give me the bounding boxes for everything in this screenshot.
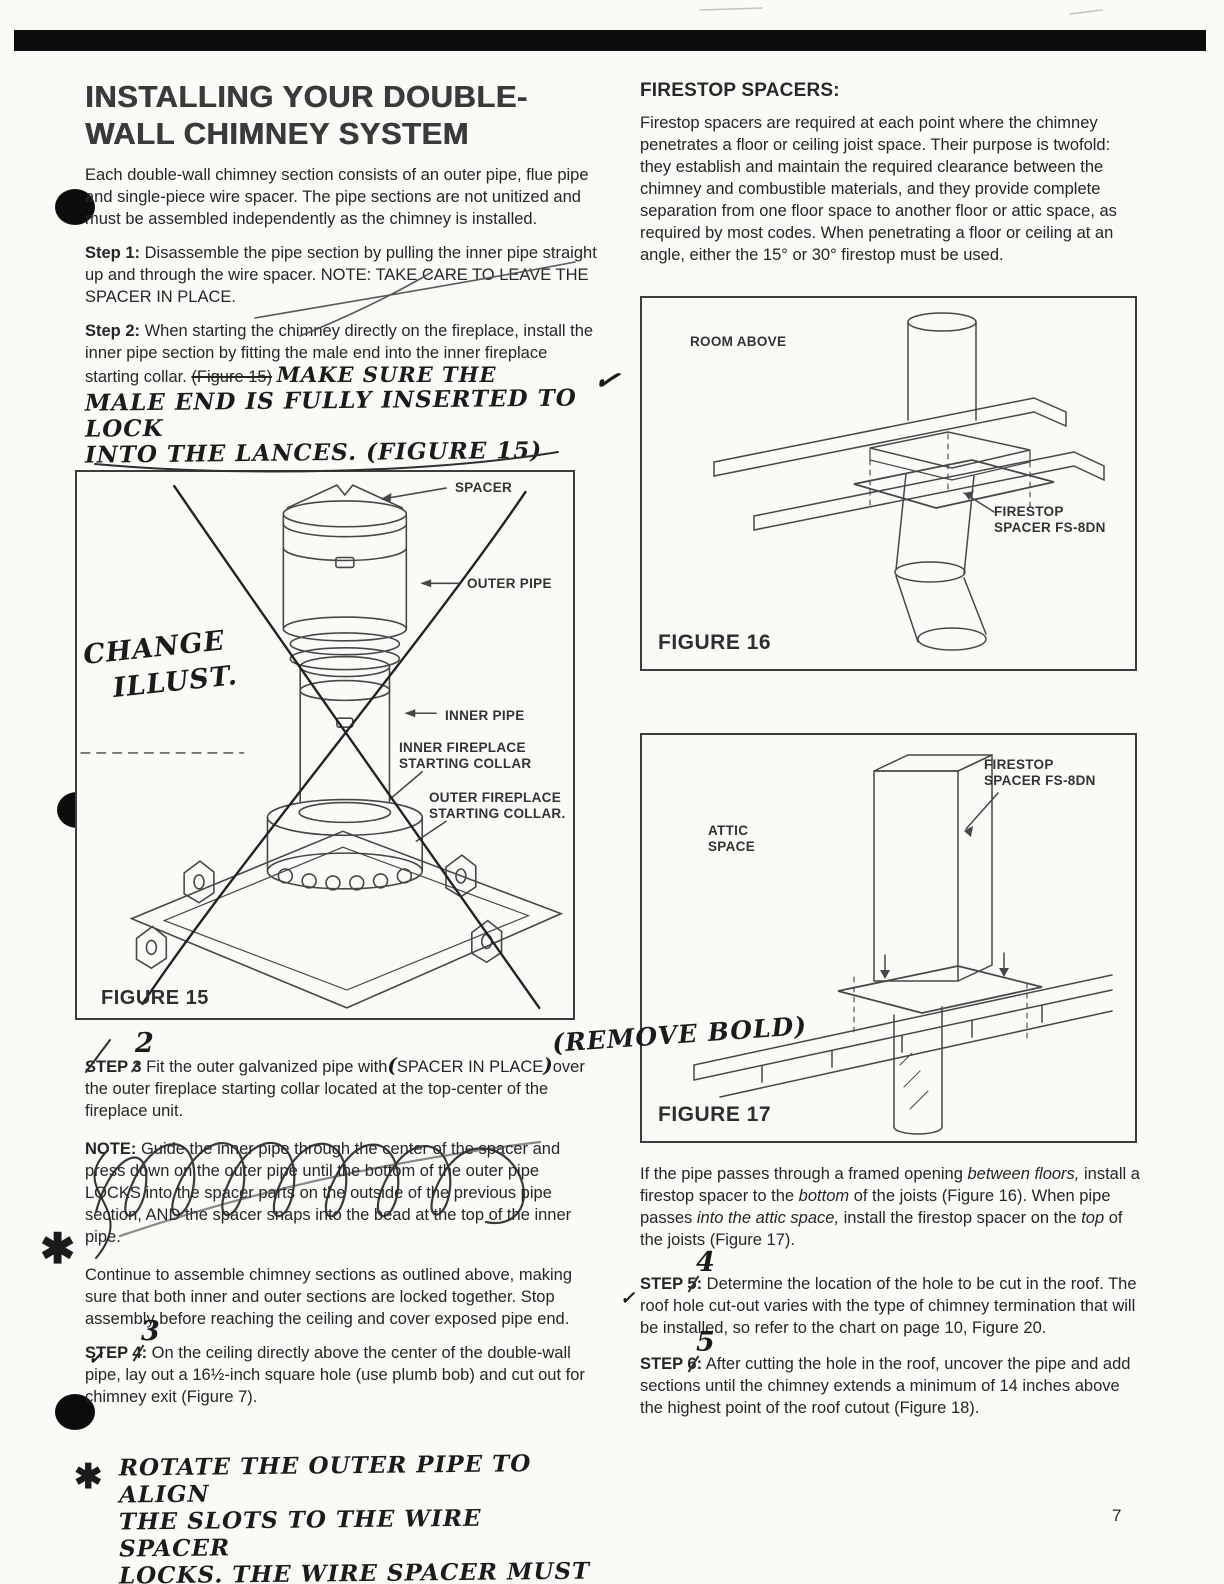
checkmark-annotation: ✓ [590,360,623,401]
step-4-paragraph: 3 STEP 4: On the ceiling directly above … [85,1316,585,1406]
handwritten-correction: MAKE SURE THE [276,362,497,387]
step-5-label: STEP 5: [640,1275,703,1293]
handwritten-correction: MALE END IS FULLY INSERTED TO LOCK [84,384,577,443]
figure15-spacer-label: SPACER [455,480,513,495]
figure-16-caption: FIGURE 16 [658,631,772,654]
page-number: 7 [1112,1506,1122,1525]
handwritten-paren: ( [387,1053,397,1077]
step-6-paragraph: 5 STEP 6: After cutting the hole in the … [640,1327,1131,1417]
handwritten-step-number: 3 [141,1316,160,1347]
step-1-paragraph: Step 1: Disassemble the pipe section by … [85,244,597,306]
figure15-inner-pipe-label: INNER PIPE [445,708,525,723]
step-4-label: STEP 4: [85,1344,148,1362]
struck-step-digit: 4: [132,1344,148,1362]
figure-16: ROOM ABOVE FIRESTOP SPACER FS-8DN FIGURE… [640,296,1137,671]
left-column: INSTALLING YOUR DOUBLE- WALL CHIMNEY SYS… [75,78,597,1584]
handwritten-step-number: 2 [135,1028,154,1059]
step-1-label: Step 1: [85,244,141,262]
firestop-heading: FIRESTOP SPACERS: [640,80,840,101]
floor-joist-firestop-drawing [713,312,1105,651]
checkmark-annotation: ✓ [620,1288,636,1309]
right-column: FIRESTOP SPACERS: Firestop spacers are r… [640,80,1140,1419]
figure15-inner-collar-label: INNER FIREPLACE STARTING COLLAR [399,740,532,771]
handwritten-bottom-note: ROTATE THE OUTER PIPE TO ALIGN THE SLOTS… [118,1450,591,1584]
figure16-room-above-label: ROOM ABOVE [690,334,787,349]
punch-hole [55,189,95,225]
step-2-paragraph: Step 2: When starting the chimney direct… [85,322,594,387]
step-3-label: STEP 3 [85,1058,142,1076]
handwritten-paren: ) [543,1053,553,1077]
figure17-firestop-spacer-label: FIRESTOP SPACER FS-8DN [984,757,1096,788]
handwritten-correction: INTO THE LANCES. (FIGURE 15) [84,436,543,469]
step-3-paragraph: 2 STEP 3 Fit the outer galvanized pipe w… [85,1028,585,1120]
asterisk-annotation: ✱ [40,1224,76,1273]
figure-15: SPACER OUTER PIPE INNER PIPE INNER FIREP… [75,470,575,1020]
figure17-attic-space-label: ATTIC SPACE [708,823,756,854]
continue-paragraph: Continue to assemble chimney sections as… [85,1266,573,1328]
step-2-label: Step 2: [85,322,141,340]
struck-figure-reference: (Figure 15) [191,368,273,386]
step-5-paragraph: 4 STEP 5: Determine the location of the … [640,1247,1137,1337]
firestop-paragraph: Firestop spacers are required at each po… [640,114,1117,264]
note-paragraph: NOTE: Guide the inner pipe through the c… [85,1140,572,1246]
checkmark-annotation: ✓ [88,1348,104,1369]
scan-top-bar [14,30,1206,51]
asterisk-annotation: ✱ [74,1457,103,1497]
struck-step-digit: 3 [132,1058,142,1076]
figure-15-caption: FIGURE 15 [101,987,209,1009]
figure-17-caption: FIGURE 17 [658,1103,772,1126]
figure-17: FIRESTOP SPACER FS-8DN ATTIC SPACE FIGUR… [640,733,1137,1143]
step-6-label: STEP 6: [640,1355,703,1373]
handwritten-step-number: 4 [696,1247,715,1278]
chimney-assembly-drawing [80,484,564,1010]
figure15-outer-collar-label: OUTER FIREPLACE STARTING COLLAR. [429,790,566,821]
struck-step-digit: 5: [687,1275,703,1293]
firestop-install-paragraph: If the pipe passes through a framed open… [640,1165,1140,1249]
handwritten-step-number: 5 [696,1327,715,1358]
struck-step-digit: 6: [687,1355,703,1373]
intro-paragraph: Each double-wall chimney section consist… [85,166,589,228]
note-label: NOTE: [85,1140,137,1158]
punch-hole [55,1394,95,1430]
page-title: INSTALLING YOUR DOUBLE- WALL CHIMNEY SYS… [85,79,528,151]
figure16-firestop-spacer-label: FIRESTOP SPACER FS-8DN [994,504,1106,535]
figure15-outer-pipe-label: OUTER PIPE [467,576,552,591]
attic-firestop-drawing [693,753,1113,1135]
